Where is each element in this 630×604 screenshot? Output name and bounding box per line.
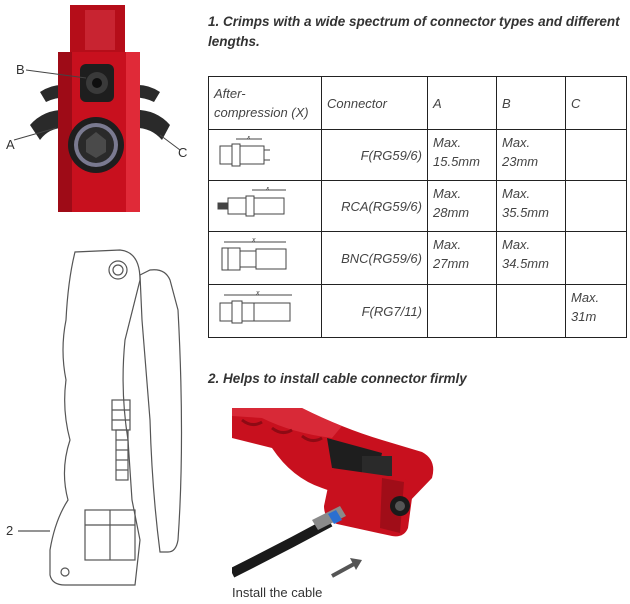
table-row: x RCA(RG59/6) Max. 28mm Max. 35.5mm bbox=[208, 180, 627, 232]
row3-b: Max. 34.5mm bbox=[496, 231, 566, 285]
f-rg7-connector-icon: x bbox=[219, 290, 292, 323]
crimp-tool-line-drawing bbox=[18, 249, 183, 586]
header-after-compression: After-compression (X) bbox=[208, 76, 322, 130]
connector-diagram: x bbox=[208, 231, 322, 285]
header-c: C bbox=[565, 76, 627, 130]
label-c: C bbox=[178, 145, 188, 160]
section2-title: 2. Helps to install cable connector firm… bbox=[208, 371, 467, 386]
row3-a: Max. 27mm bbox=[427, 231, 497, 285]
row4-b bbox=[496, 284, 566, 338]
label-2: 2 bbox=[6, 523, 14, 538]
photo-caption: Install the cable bbox=[232, 585, 323, 600]
row4-a bbox=[427, 284, 497, 338]
row1-b: Max. 23mm bbox=[496, 129, 566, 181]
table-header-row: After-compression (X) Connector A B C bbox=[208, 76, 627, 130]
table-row: x F(RG7/11) Max. 31m bbox=[208, 284, 627, 338]
arrow-icon bbox=[350, 558, 362, 570]
connector-diagram: x bbox=[208, 284, 322, 338]
table-row: x BNC(RG59/6) Max. 27mm Max. 34.5mm bbox=[208, 231, 627, 285]
svg-text:x: x bbox=[265, 187, 270, 192]
svg-text:x: x bbox=[255, 291, 260, 297]
row2-connector: RCA(RG59/6) bbox=[321, 180, 428, 232]
connector-diagram: x bbox=[208, 180, 322, 232]
crimp-tool-head-illustration bbox=[13, 5, 181, 212]
row2-a: Max. 28mm bbox=[427, 180, 497, 232]
svg-text:x: x bbox=[251, 238, 256, 244]
connector-diagram: x bbox=[208, 129, 322, 181]
row4-connector: F(RG7/11) bbox=[321, 284, 428, 338]
row4-c: Max. 31m bbox=[565, 284, 627, 338]
f-connector-icon: x bbox=[219, 134, 270, 166]
row1-connector: F(RG59/6) bbox=[321, 129, 428, 181]
row2-c bbox=[565, 180, 627, 232]
row1-a: Max. 15.5mm bbox=[427, 129, 497, 181]
svg-text:x: x bbox=[246, 136, 251, 141]
label-a: A bbox=[6, 137, 15, 152]
rca-connector-icon: x bbox=[217, 185, 286, 216]
row3-c bbox=[565, 231, 627, 285]
header-connector: Connector bbox=[321, 76, 428, 130]
row2-b: Max. 35.5mm bbox=[496, 180, 566, 232]
install-cable-photo bbox=[232, 408, 482, 580]
section1-title: 1. Crimps with a wide spectrum of connec… bbox=[208, 14, 620, 49]
bnc-connector-icon: x bbox=[221, 237, 287, 270]
row3-connector: BNC(RG59/6) bbox=[321, 231, 428, 285]
header-b: B bbox=[496, 76, 566, 130]
label-b: B bbox=[16, 62, 25, 77]
header-a: A bbox=[427, 76, 497, 130]
table-row: x F(RG59/6) Max. 15.5mm Max. 23mm bbox=[208, 129, 627, 181]
connector-spec-table: After-compression (X) Connector A B C x … bbox=[208, 76, 627, 338]
row1-c bbox=[565, 129, 627, 181]
